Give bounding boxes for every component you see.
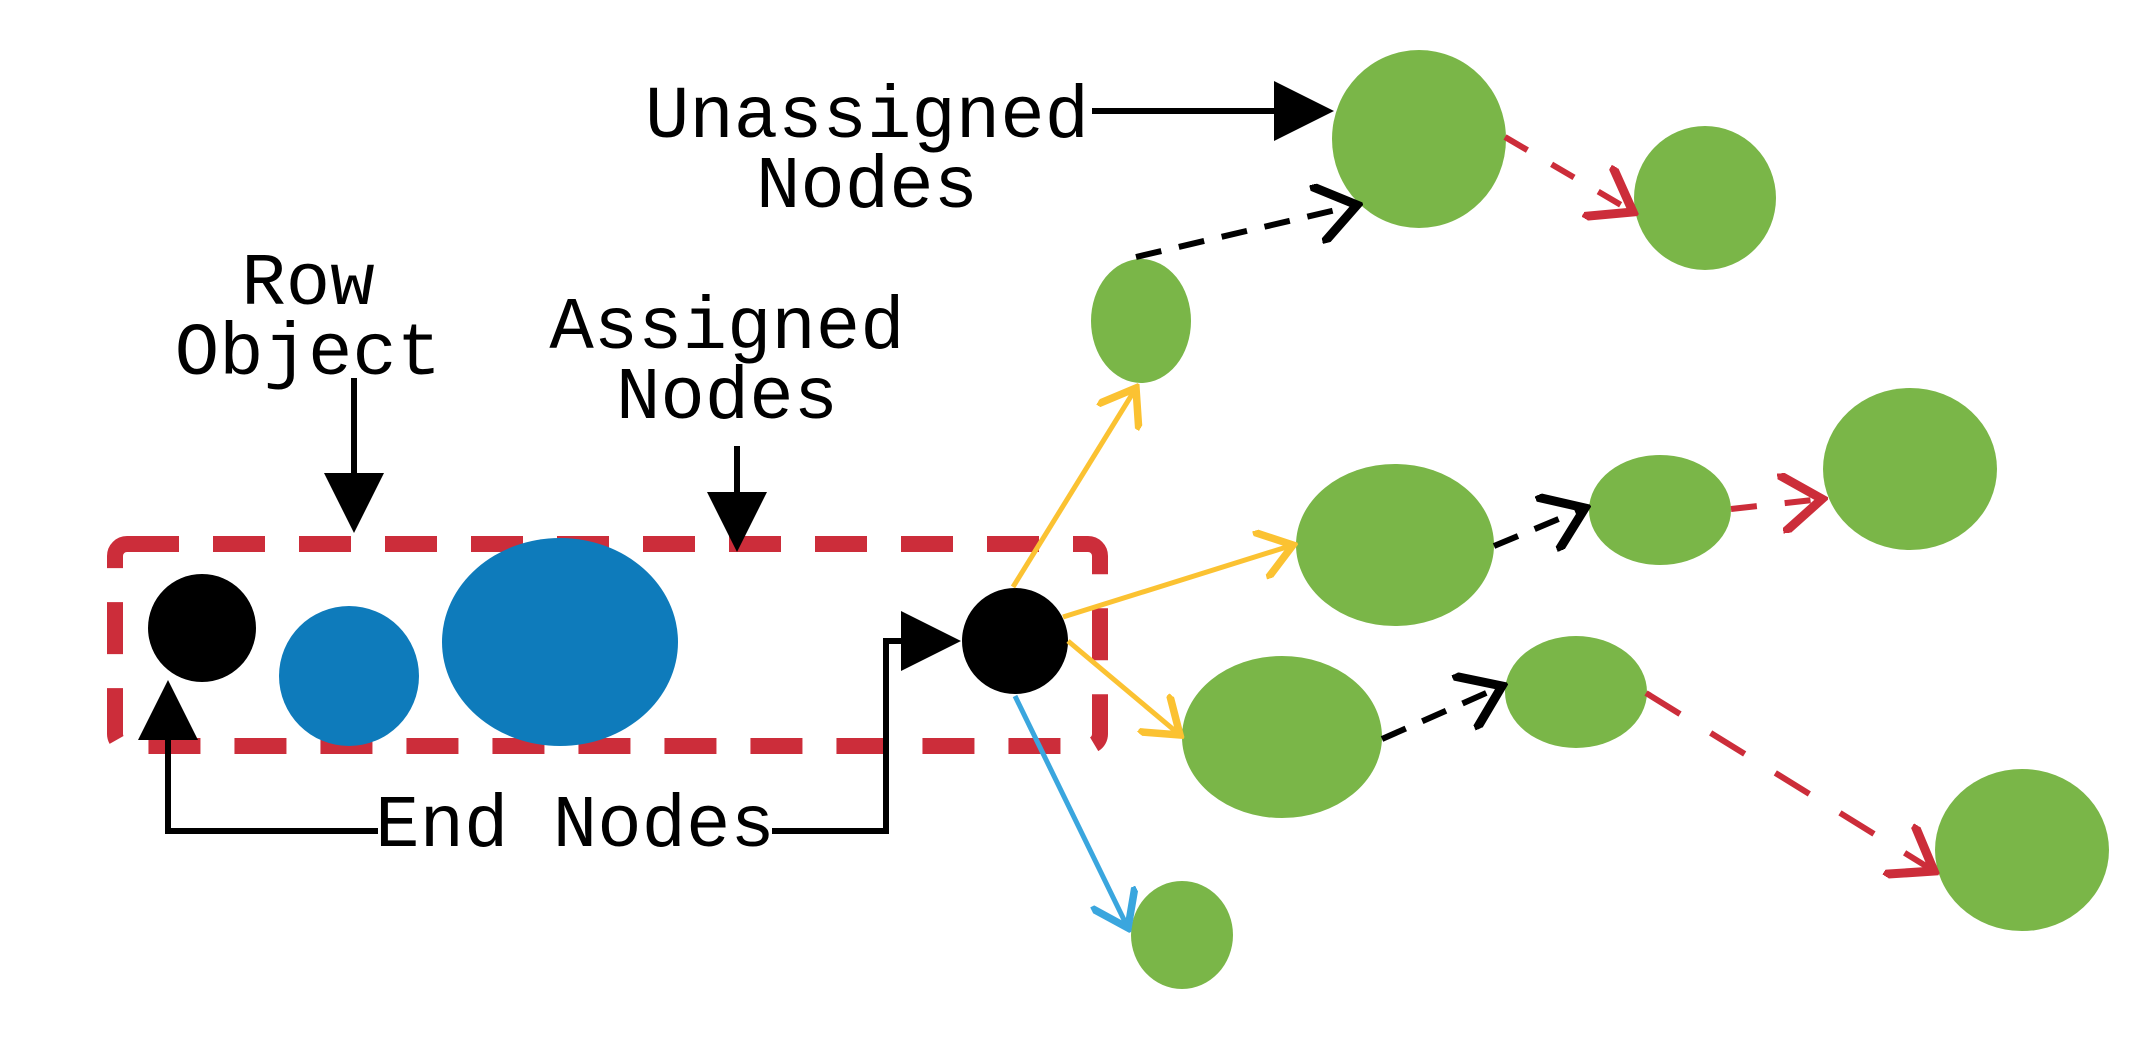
row-object-label-line2: Object (175, 313, 441, 397)
unassigned-node (1935, 769, 2109, 931)
dashed-black-edge (1380, 686, 1502, 742)
unassigned-label-line2: Nodes (756, 146, 978, 230)
dashed-black-edge (1135, 205, 1357, 260)
yellow-edge (1066, 639, 1180, 735)
unassigned-node (1182, 656, 1382, 818)
assigned-node-large (442, 538, 678, 746)
dashed-black-edge (1492, 508, 1585, 546)
end-node-right (962, 588, 1068, 694)
unassigned-node (1131, 881, 1233, 989)
row-object-label-line1: Row (241, 243, 374, 327)
unassigned-node (1634, 126, 1776, 270)
dashed-red-edge (1503, 134, 1633, 212)
end-nodes-left-arrow (138, 680, 378, 834)
unassigned-label-line1: Unassigned (645, 76, 1089, 160)
unassigned-node (1505, 636, 1647, 748)
unassigned-node (1091, 259, 1191, 383)
assigned-label-line2: Nodes (616, 357, 838, 441)
yellow-edge (1062, 545, 1293, 620)
assigned-label-line1: Assigned (549, 287, 904, 371)
end-nodes-label: End Nodes (375, 785, 775, 869)
assigned-node-small (279, 606, 419, 746)
end-nodes-right-arrow (772, 611, 961, 834)
unassigned-node (1296, 464, 1494, 626)
unassigned-node (1823, 388, 1997, 550)
dashed-red-edge (1730, 499, 1822, 509)
end-node-left (148, 574, 256, 682)
unassigned-node (1332, 50, 1506, 228)
unassigned-node (1589, 455, 1731, 565)
yellow-edge (1010, 388, 1136, 589)
row-object-box (107, 536, 1108, 754)
blue-edge (1012, 694, 1128, 928)
dashed-red-edge (1644, 690, 1934, 871)
